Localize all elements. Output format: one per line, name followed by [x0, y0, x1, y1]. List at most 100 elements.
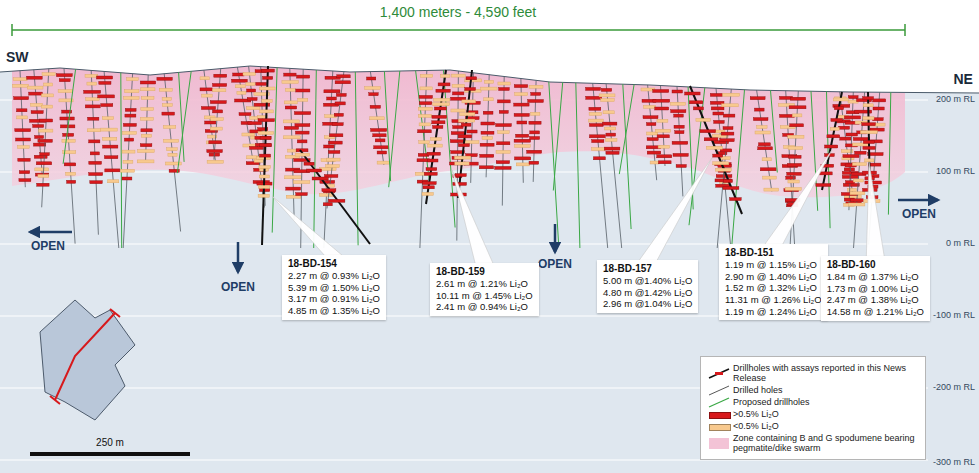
assay-interval: 1.84 m @ 1.37% Li₂O	[827, 271, 924, 283]
low-grade-interval	[207, 160, 223, 163]
high-grade-interval	[432, 115, 447, 118]
high-grade-interval	[515, 157, 531, 160]
leader	[272, 196, 343, 256]
high-grade-interval	[418, 130, 432, 133]
high-grade-interval	[334, 113, 343, 116]
high-grade-interval	[723, 127, 733, 130]
low-grade-interval	[254, 159, 264, 162]
open-arrows	[30, 200, 938, 272]
high-grade-interval	[324, 145, 335, 148]
proposed-drillhole	[771, 90, 778, 172]
high-grade-interval	[426, 168, 437, 171]
high-grade-interval	[19, 171, 29, 174]
high-grade-interval	[40, 119, 53, 122]
high-grade-interval	[753, 118, 768, 121]
low-grade-interval	[293, 181, 310, 184]
high-grade-interval	[261, 69, 274, 72]
low-grade-interval	[13, 78, 27, 81]
high-grade-interval	[601, 88, 611, 91]
high-grade-interval	[239, 113, 251, 116]
low-grade-interval	[757, 126, 768, 129]
low-grade-interval	[863, 117, 874, 120]
low-grade-interval	[792, 114, 802, 117]
high-grade-interval	[790, 97, 805, 100]
assay-interval: 1.73 m @ 1.00% Li₂O	[827, 283, 924, 295]
low-grade-interval	[848, 203, 865, 206]
low-grade-interval	[498, 82, 511, 85]
elevation-label: -300 m RL	[933, 458, 975, 468]
dimension-bracket	[12, 24, 905, 36]
direction-label: SW	[6, 50, 29, 65]
legend-row: Drilled holes	[707, 385, 919, 396]
low-grade-interval	[123, 131, 137, 134]
assay-interval: 2.41 m @ 0.94% Li₂O	[436, 301, 533, 313]
leader	[639, 158, 712, 261]
proposed-drillhole	[63, 69, 76, 164]
open-label: OPEN	[538, 258, 572, 271]
high-grade-interval	[844, 116, 860, 119]
low-grade-interval	[464, 141, 479, 144]
low-grade-interval	[30, 103, 42, 106]
legend-row: <0.5% Li₂O	[707, 421, 919, 432]
proposed-drillhole	[553, 82, 562, 190]
assay-interval: 3.17 m @ 0.91% Li₂O	[288, 293, 380, 305]
high-grade-interval	[213, 84, 227, 87]
low-grade-interval	[58, 90, 73, 93]
low-grade-interval	[285, 88, 295, 91]
low-grade-interval	[452, 74, 466, 77]
high-grade-interval	[704, 138, 718, 141]
hole-id: 18-BD-160	[827, 259, 924, 271]
drilled-hole	[457, 71, 459, 241]
low-grade-interval	[235, 85, 245, 88]
high-grade-interval	[423, 182, 437, 185]
high-grade-interval	[723, 187, 739, 190]
low-grade-interval	[282, 81, 299, 84]
low-grade-interval	[102, 137, 116, 140]
low-grade-interval	[17, 116, 28, 119]
elevation-label: -100 m RL	[933, 311, 975, 321]
low-grade-interval	[603, 111, 614, 114]
high-grade-interval	[480, 143, 494, 146]
high-grade-interval	[455, 174, 466, 177]
high-grade-interval	[700, 130, 716, 133]
high-grade-interval	[14, 97, 29, 100]
scale-label: 250 m	[96, 437, 124, 448]
low-grade-interval	[418, 107, 432, 110]
low-grade-interval	[35, 168, 49, 171]
low-grade-interval	[377, 161, 389, 164]
high-grade-interval	[286, 187, 301, 190]
leader	[764, 150, 832, 245]
low-grade-interval	[41, 105, 52, 108]
low-grade-interval	[284, 101, 297, 104]
assay-interval: 1.19 m @ 1.15% Li₂O	[725, 259, 822, 271]
high-grade-interval	[294, 112, 310, 115]
legend-text: <0.5% Li₂O	[733, 421, 919, 431]
low-grade-interval	[202, 94, 213, 97]
low-grade-interval	[830, 127, 839, 130]
high-grade-interval	[787, 172, 801, 175]
low-grade-interval	[723, 93, 740, 96]
legend-swatch	[709, 438, 729, 449]
high-grade-interval	[496, 161, 509, 164]
low-grade-interval	[167, 148, 178, 151]
high-grade-interval	[606, 133, 616, 136]
low-grade-interval	[431, 138, 442, 141]
high-grade-interval	[846, 133, 858, 136]
high-grade-interval	[755, 108, 765, 111]
low-grade-interval	[647, 132, 658, 135]
high-grade-interval	[498, 100, 511, 103]
high-grade-interval	[721, 132, 734, 135]
high-grade-interval	[370, 105, 380, 108]
proposed-drillhole	[576, 83, 580, 248]
leader	[452, 170, 493, 264]
low-grade-interval	[763, 176, 777, 179]
high-grade-interval	[497, 142, 510, 145]
assay-interval: 2.96 m @1.04% Li₂O	[603, 298, 692, 310]
high-grade-interval	[713, 112, 724, 115]
low-grade-interval	[764, 188, 779, 191]
high-grade-interval	[307, 169, 322, 172]
drilled-hole	[327, 72, 344, 209]
low-grade-interval	[200, 77, 209, 80]
drilled-hole-sample	[709, 386, 729, 395]
low-grade-interval	[657, 119, 668, 122]
